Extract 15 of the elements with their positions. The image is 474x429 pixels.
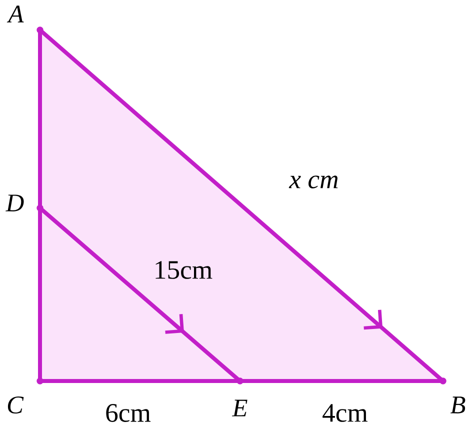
vertex-point: [236, 378, 244, 384]
length-label: 4cm: [322, 404, 368, 422]
vertex-label: A: [6, 6, 24, 22]
vertex-point: [36, 204, 44, 212]
length-label: x cm: [288, 176, 338, 188]
vertex-label: E: [232, 400, 248, 416]
length-label: 15cm: [156, 261, 212, 279]
vertex-label: D: [6, 194, 24, 212]
vertex-point: [36, 378, 44, 384]
vertex-label: B: [450, 396, 466, 414]
line-segment: [364, 310, 383, 330]
vertex-point: [440, 378, 446, 384]
vertex-label: C: [8, 396, 24, 414]
length-label: 6cm: [106, 404, 151, 422]
vertex-point: [36, 26, 44, 34]
